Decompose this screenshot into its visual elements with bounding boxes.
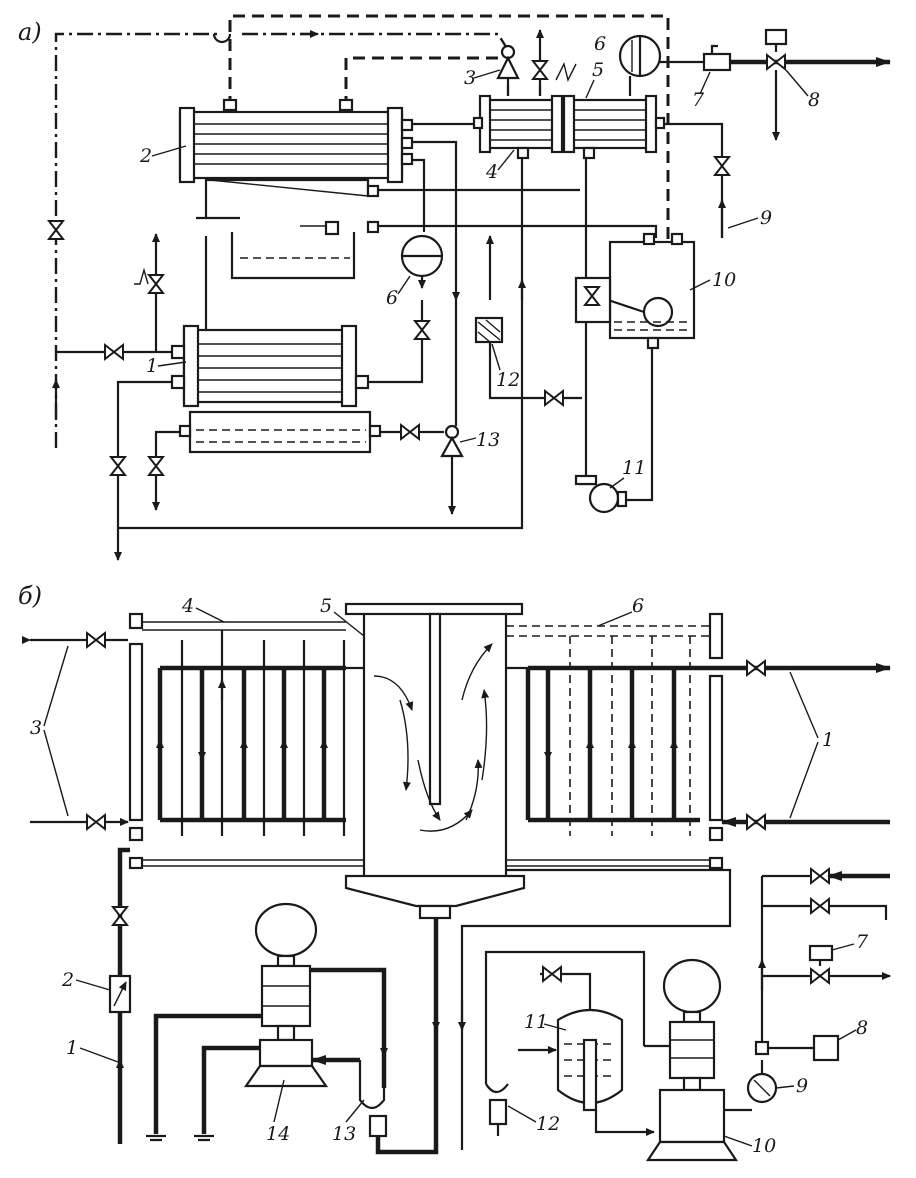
label-a-2: 2	[139, 145, 152, 167]
label-b-11: 11	[524, 1011, 548, 1033]
label-b-7: 7	[856, 931, 869, 953]
label-b-1-left: 1	[66, 1037, 78, 1059]
label-b-5: 5	[320, 595, 332, 617]
separator-6-mid	[368, 234, 444, 384]
label-a-11: 11	[622, 457, 646, 479]
label-b-2: 2	[61, 969, 74, 991]
label-b-3: 3	[30, 717, 42, 739]
pump-11	[574, 474, 628, 514]
label-a-7: 7	[692, 89, 705, 111]
heat-exchangers-4-5	[472, 86, 666, 160]
label-b-9: 9	[796, 1075, 808, 1097]
label-a-6-top: 6	[594, 33, 606, 55]
valve-icon	[48, 220, 64, 240]
feed-lines-left	[56, 150, 526, 561]
component-7-8	[660, 28, 891, 141]
heat-exchanger-1	[170, 324, 370, 408]
vessel-11	[518, 966, 655, 1136]
part-b-label: б)	[18, 582, 42, 610]
left-heat-exchanger	[22, 612, 364, 870]
label-b-8: 8	[856, 1017, 868, 1039]
label-a-5: 5	[592, 59, 604, 81]
label-b-14: 14	[266, 1123, 290, 1145]
vent-valve	[532, 29, 577, 96]
line-dashdot-to-3	[242, 32, 510, 51]
crossover-hump	[212, 33, 232, 44]
label-a-13: 13	[476, 429, 500, 451]
line-dashdot-top	[54, 32, 222, 448]
separator	[196, 178, 380, 330]
label-a-12: 12	[496, 369, 520, 391]
line-dashed-to-3	[344, 56, 498, 108]
label-b-6: 6	[632, 595, 644, 617]
label-b-1-right: 1	[822, 729, 834, 751]
label-b-10: 10	[752, 1135, 776, 1157]
connecting-lines-a	[378, 122, 658, 301]
part-a-label: а)	[18, 18, 42, 46]
line-9	[664, 122, 730, 238]
drain-line-b	[458, 868, 732, 1150]
separator-6-top	[618, 34, 662, 96]
label-a-4: 4	[485, 161, 498, 183]
tank-bottom-left	[178, 410, 382, 454]
label-a-10: 10	[712, 269, 736, 291]
label-a-1: 1	[146, 355, 158, 377]
discharge-b	[746, 868, 891, 1104]
reducer-3	[496, 44, 520, 96]
injector-13	[380, 300, 464, 515]
label-a-6-mid: 6	[386, 287, 398, 309]
heat-exchanger-2	[178, 98, 414, 184]
pump-14	[146, 902, 388, 1142]
label-a-8: 8	[808, 89, 820, 111]
pump-10	[644, 958, 752, 1162]
line-dashed-top	[228, 14, 670, 240]
label-b-4: 4	[181, 595, 194, 617]
scheme-b: б)	[18, 582, 891, 1162]
feed-line-left-b	[108, 847, 132, 1144]
label-b-12: 12	[536, 1113, 560, 1135]
filter-12	[474, 235, 582, 406]
right-heat-exchanger	[506, 612, 891, 870]
trap-13	[358, 918, 440, 1155]
label-a-3: 3	[464, 67, 476, 89]
scheme-a: а)	[18, 14, 891, 561]
label-b-13: 13	[332, 1123, 356, 1145]
tank-10	[574, 158, 696, 502]
vessel-5	[344, 602, 526, 920]
label-a-9: 9	[760, 207, 772, 229]
